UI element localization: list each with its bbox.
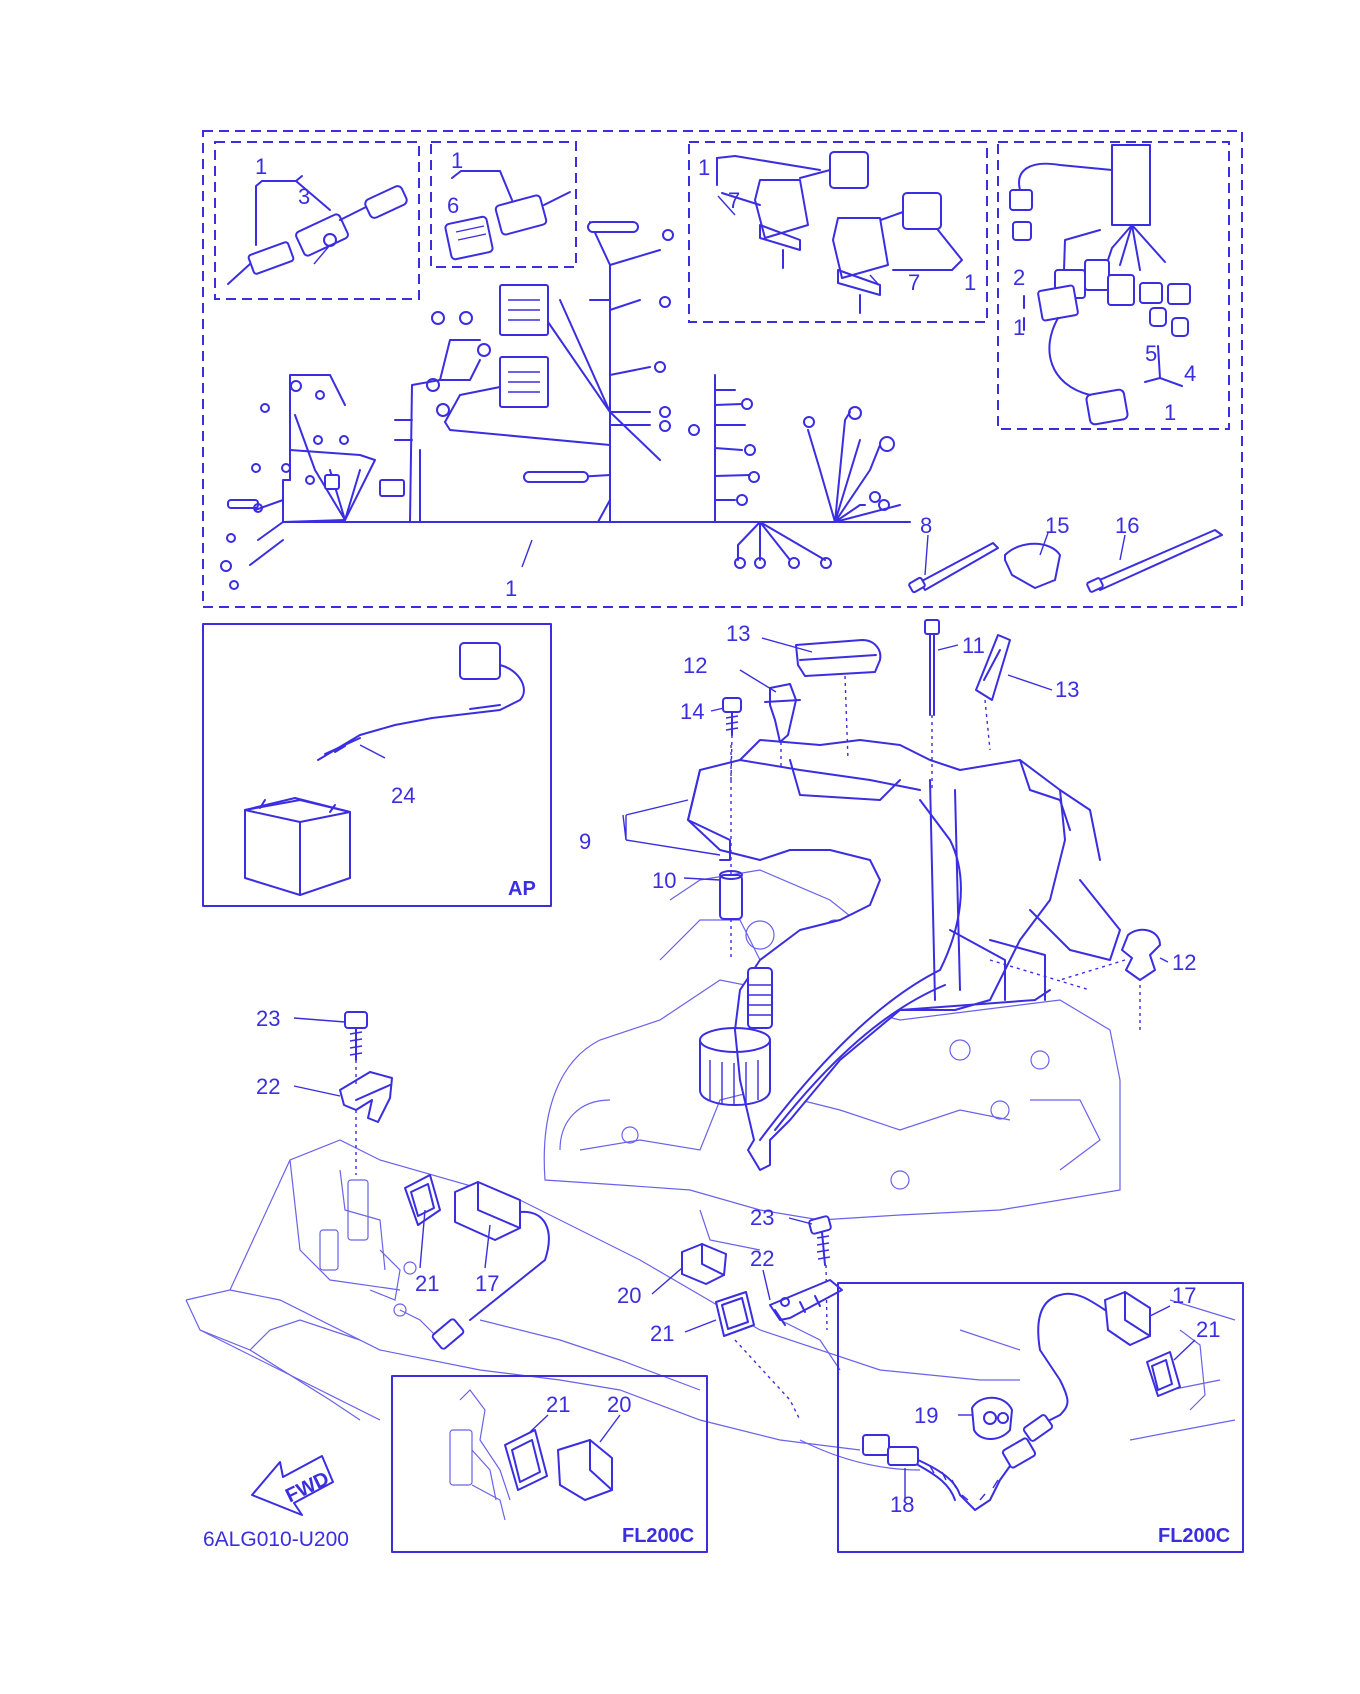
collar-10 [719,745,743,960]
callout: 3 [298,184,310,209]
switch-harness-17-left [431,1181,550,1350]
grommet-13-right [975,634,1011,751]
grommet-21-inset-right [1146,1351,1181,1397]
callout: 24 [391,783,415,808]
callout: 1 [505,576,517,601]
holder-12-right [1059,928,1161,1030]
inset-right-frame [837,1282,1244,1553]
main-harness-1 [220,221,911,590]
grommet-21-center [715,1291,801,1421]
wire-harness-group [202,130,1243,608]
callout: 6 [447,193,459,218]
callout: 21 [546,1392,570,1417]
callout: 20 [607,1392,631,1417]
grommet-21-left [404,1174,441,1226]
callout: 21 [1196,1317,1220,1342]
callout: 18 [890,1492,914,1517]
grommet-19 [971,1396,1013,1440]
callout: 1 [255,154,267,179]
extension-harness-18 [862,1434,1037,1511]
switch-20-inset [557,1439,613,1501]
callout: 13 [726,621,750,646]
callout: 21 [650,1321,674,1346]
callout: 1 [698,155,710,180]
battery-cable-connector [459,642,501,680]
panel-tag-center: FL200C [622,1525,694,1547]
callout: 1 [1013,315,1025,340]
panel-tag-right: FL200C [1158,1525,1230,1547]
callout: 8 [920,513,932,538]
harness-outer-box [202,130,1243,608]
callout: 14 [680,699,704,724]
clamp-15 [1004,542,1061,589]
bracket-22-left [339,1060,393,1175]
diagram-code: 6ALG010-U200 [203,1528,349,1551]
cable-tie-16 [1086,529,1223,593]
callout: 23 [256,1006,280,1031]
band-11 [924,619,940,790]
subbox-connector-6 [430,141,577,268]
callout: 1 [451,148,463,173]
bolt-23-center [808,1215,832,1331]
flywheel [699,967,773,1106]
callout: 7 [908,270,920,295]
callout: 22 [750,1246,774,1271]
callout: 16 [1115,513,1139,538]
leader-lines [293,195,1196,1498]
subbox-fuse-harness [997,141,1230,430]
grommet-21-inset [504,1429,548,1491]
callout: 9 [579,829,591,854]
connector-6-part [444,170,571,261]
callout: 22 [256,1074,280,1099]
harness-17-inset [1022,1291,1151,1442]
bolt-23-left [344,1011,368,1061]
callout: 15 [1045,513,1069,538]
inset-center-frame [391,1375,708,1553]
relay-7-parts [716,151,963,314]
callout: 12 [683,653,707,678]
battery-box-frame [202,623,552,907]
battery-cable-group [202,623,552,907]
cable-tie-8 [908,542,999,594]
callout: 20 [617,1283,641,1308]
flywheel-cover-9 [687,739,1121,1171]
callout: 12 [1172,950,1196,975]
callout: 17 [1172,1283,1196,1308]
lower-center-parts [681,1215,843,1421]
bolt-14 [722,697,742,781]
callout: 13 [1055,677,1079,702]
callout: 11 [962,633,985,658]
holder-12-top [764,683,801,770]
callout: 1 [1164,400,1176,425]
fl200c-inset-right [837,1282,1244,1553]
engine-top-assembly [543,619,1161,1251]
battery-body [244,797,351,896]
bottom-cowling-left [185,1011,1021,1471]
callout: 17 [475,1271,499,1296]
callout: 5 [1145,341,1157,366]
callout: 4 [1184,361,1196,386]
callout: 7 [728,188,740,213]
bracket-22-center [769,1279,843,1326]
callout: 21 [415,1271,439,1296]
callout: 23 [750,1205,774,1230]
panel-tag-battery: AP [508,878,536,900]
subbox-connector-3 [214,141,420,300]
callout-labels: 1 3 1 6 1 7 7 1 2 1 5 4 1 1 8 15 16 24 1… [255,148,1220,1517]
fwd-arrow-icon: FWD [251,1455,334,1516]
callout: 19 [914,1403,938,1428]
fuse-harness-part [1009,144,1191,426]
grommet-13-top [795,639,882,761]
connector-3-part [227,175,408,285]
fl200c-inset-center [391,1375,708,1553]
subbox-relays-7 [688,141,988,323]
switch-20-center [681,1243,727,1285]
callout: 1 [964,270,976,295]
callout: 2 [1013,265,1025,290]
callout: 10 [652,868,676,893]
